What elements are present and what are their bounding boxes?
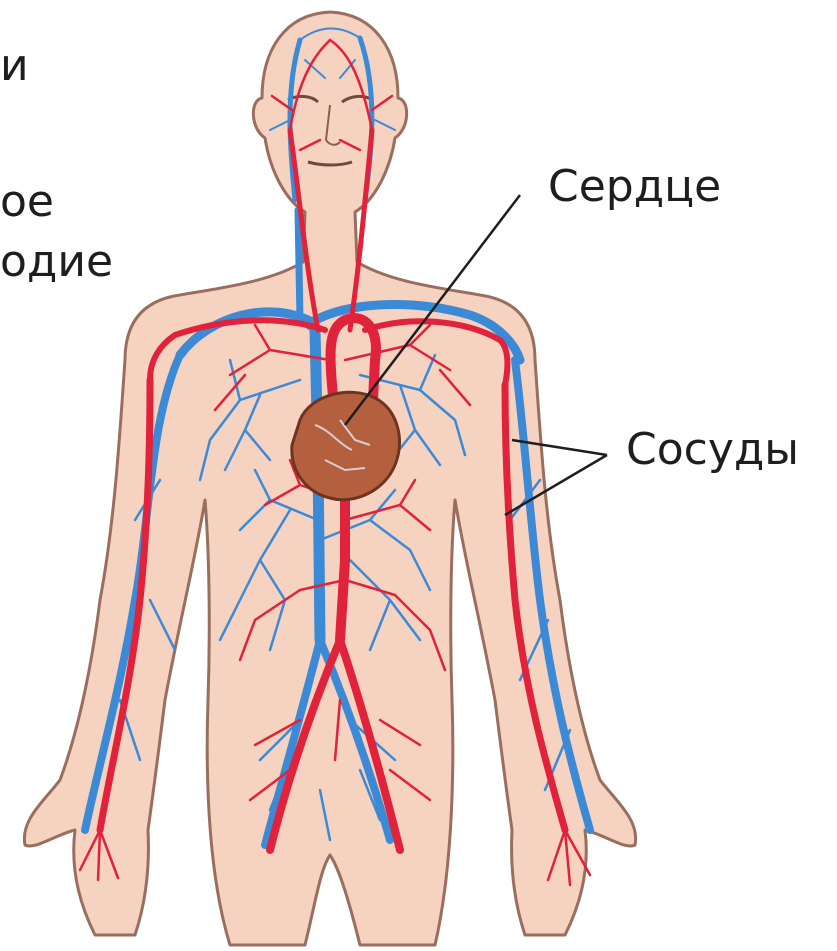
cropped-label-fragment: ое: [0, 180, 54, 224]
cropped-label-fragment: и: [0, 44, 29, 88]
label-vessels: Сосуды: [626, 428, 799, 472]
label-heart: Сердце: [548, 165, 721, 209]
cropped-label-fragment: одие: [0, 240, 113, 284]
heart: [292, 392, 400, 499]
